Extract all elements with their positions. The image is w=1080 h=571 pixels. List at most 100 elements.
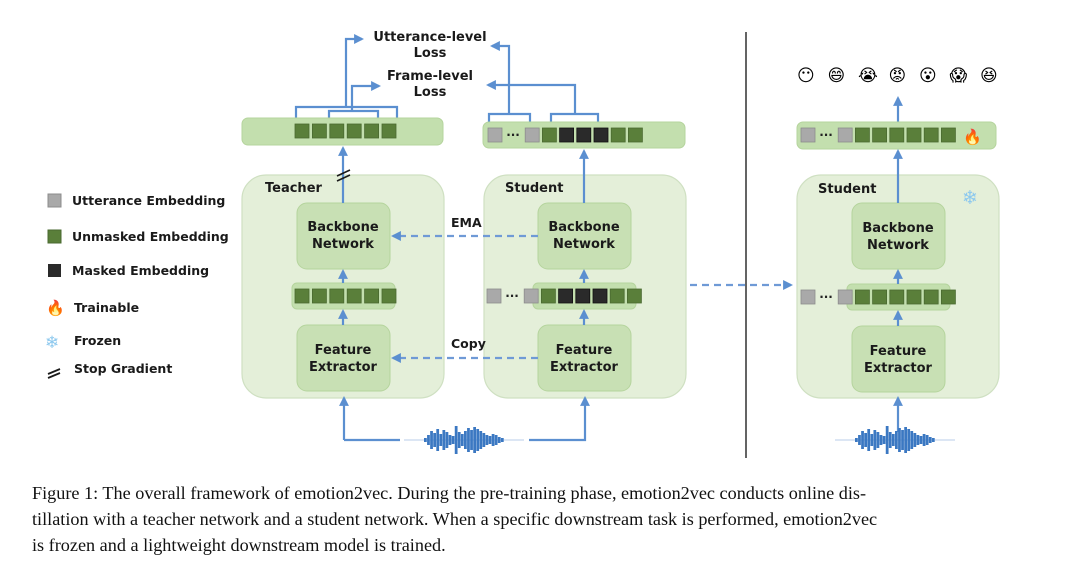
waveform-bar [898,428,901,452]
unmasked-embedding-square-icon [47,229,62,244]
waveform-bar [867,429,871,451]
waveform-bar [491,434,495,446]
legend-item-unmasked: Unmasked Embedding [47,229,229,244]
caption-line: tillation with a teacher network and a s… [32,509,878,529]
waveform-bar [873,430,877,450]
masked-embedding-cell [593,127,609,143]
masked-embedding-cell [559,127,574,143]
waveform-to-student-arrow [529,396,590,442]
unmasked-embedding-cell [872,289,887,305]
student-output-embeddings: ··· [487,127,643,143]
unmasked-embedding-cell [889,127,905,143]
loss-connectors [294,34,600,124]
downstream-student-panel: Student ❄ Backbone Network ··· Feature E… [796,149,1000,399]
waveform-bar [485,435,489,445]
snowflake-icon: ❄ [962,187,978,209]
legend: Utterance Embedding Unmasked Embedding M… [45,193,229,379]
waveform-bar [424,438,427,442]
teacher-backbone-label: Backbone [307,220,379,235]
downstream-extractor-label: Feature [870,344,927,359]
waveform-bar [895,431,898,449]
waveform-bar [855,438,858,442]
teacher-to-frame-loss-arrow [350,81,381,111]
loss-label-line: Frame-level [387,69,473,84]
teacher-panel: Teacher Backbone Network Feature Extract… [241,146,445,399]
waveform-bar [879,435,883,445]
emotion-emoji-icon: 😶 [797,66,815,86]
emotion-emoji-icon: 😡 [889,66,907,86]
emotion-emoji-icon: 😆 [980,66,998,86]
unmasked-embedding-cell [906,289,922,305]
unmasked-embedding-cell [923,289,939,305]
student-backbone-network [537,202,632,270]
teacher-to-utterance-loss-arrow [344,34,364,107]
legend-item-masked: Masked Embedding [48,263,209,278]
waveform-bar [482,433,486,447]
teacher-middle-embeddings [294,288,397,304]
waveform-bar [451,436,455,444]
waveform-bar [433,433,436,447]
emotion-emoji-icon: 😄 [828,66,846,86]
caption-line: Figure 1: The overall framework of emoti… [32,483,867,503]
utterance-embedding-cell [800,127,816,143]
waveform-bar [928,437,932,443]
legend-label: Masked Embedding [72,263,209,278]
stop-gradient-icon [336,169,351,182]
unmasked-embedding-cell [609,288,625,304]
unmasked-embedding-cell [346,288,362,304]
teacher-utterance-bracket [294,105,399,118]
masked-embedding-square-icon [48,264,61,277]
unmasked-embedding-cell [923,127,939,143]
waveform-bar [891,434,895,446]
student-feature-extractor [537,324,632,392]
unmasked-embedding-cell [906,127,922,143]
utterance-embedding-cell [487,127,503,143]
ellipsis: ··· [819,290,833,304]
waveform-bar [882,436,886,444]
teacher-feature-extractor [296,324,391,392]
unmasked-embedding-cell [855,289,870,305]
downstream-extractor-label: Extractor [864,361,933,376]
downstream-backbone-label: Network [867,238,929,253]
masked-embedding-cell [592,288,608,304]
waveform-bar [439,434,443,446]
downstream-backbone-label: Backbone [862,221,934,236]
unmasked-embedding-cell [941,127,956,143]
teacher-backbone-label: Network [312,237,374,252]
unmasked-embedding-cell [872,127,887,143]
waveform-bar [876,432,880,448]
masked-embedding-cell [576,127,592,143]
emotion-emoji-icon: 😱 [950,66,968,86]
waveform-bar [888,432,892,448]
loss-label-line: Loss [414,85,447,100]
copy-label: Copy [451,336,486,351]
waveform-bar [464,431,467,449]
waveform-bar [497,437,501,443]
utterance-embedding-cell [800,289,816,305]
teacher-extractor-label: Feature [315,343,372,358]
unmasked-embedding-cell [628,127,643,143]
student-backbone-label: Network [553,237,615,252]
waveform-bar [904,427,907,453]
waveform-bar [488,436,492,444]
legend-item-frozen: ❄ Frozen [45,333,121,353]
unmasked-embedding-cell [311,288,327,304]
waveform-bar [448,435,452,445]
waveform-bar [427,435,430,445]
utterance-embedding-cell [523,288,539,304]
waveform-bar [500,438,504,442]
waveform-bar [430,431,433,449]
waveform-bar [858,435,861,445]
legend-label: Stop Gradient [74,361,172,376]
legend-label: Unmasked Embedding [72,229,229,244]
downstream-output-embeddings: ··· [800,127,956,143]
student-to-frame-loss-arrow [486,80,577,114]
student-to-utterance-loss-arrow [490,41,511,114]
stop-gradient-icon [47,368,61,379]
ellipsis: ··· [819,128,833,142]
waveform-bar [457,432,461,448]
unmasked-embedding-cell [364,288,380,304]
student-middle-embeddings: ··· [486,288,642,304]
unmasked-embedding-cell [346,123,362,139]
downstream-student-title: Student [818,182,876,197]
